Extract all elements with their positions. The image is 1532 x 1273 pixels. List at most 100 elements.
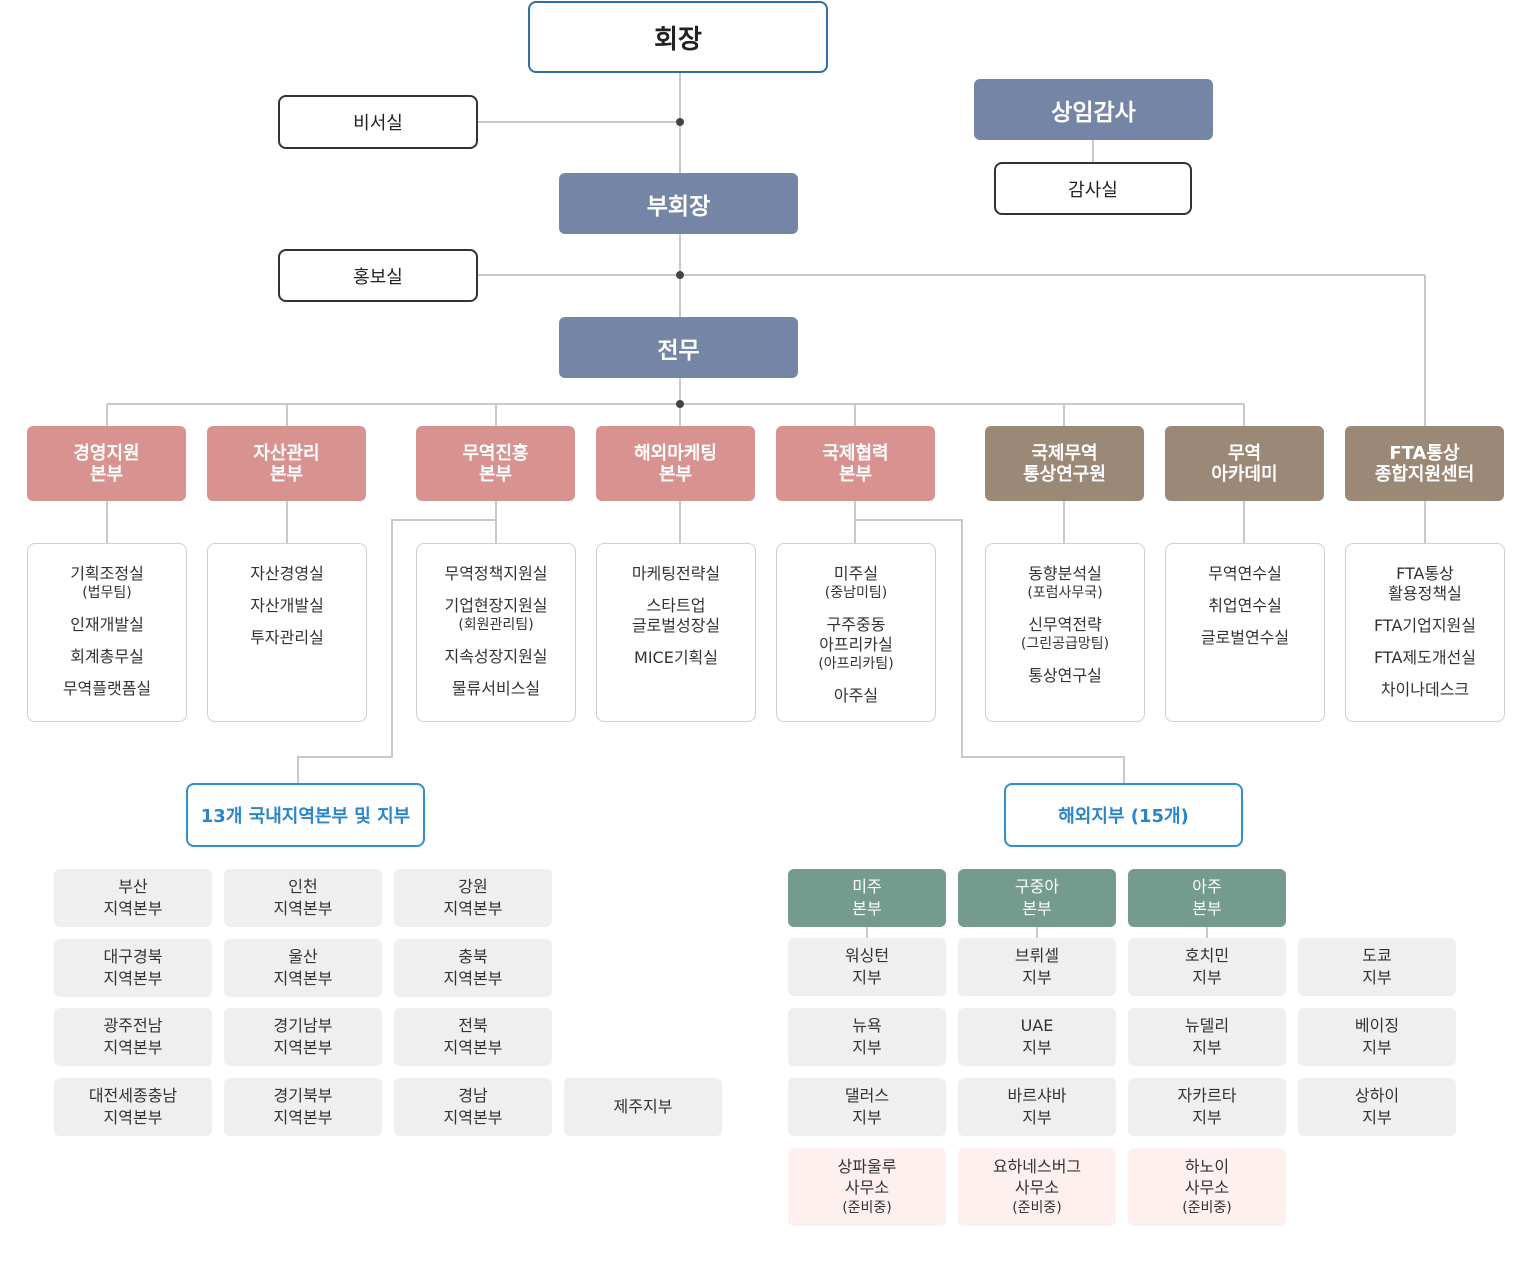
office-item: 기업현장지원실(회원관리팀) <box>444 596 548 633</box>
office-item: 통상연구실 <box>1028 666 1102 685</box>
office-note: (법무팀) <box>82 585 132 601</box>
junction-dot <box>676 271 684 279</box>
audit-office-box: 감사실 <box>994 162 1192 215</box>
junction-dot <box>676 400 684 408</box>
office-item: 무역플랫폼실 <box>62 679 152 698</box>
office-item: 투자관리실 <box>250 628 324 647</box>
office-item: 자산개발실 <box>250 596 324 615</box>
secretariat-label: 비서실 <box>353 113 403 134</box>
office-item: MICE기획실 <box>634 648 718 667</box>
office-item: FTA기업지원실 <box>1374 616 1476 635</box>
office-note: (그린공급망팀) <box>1020 636 1110 652</box>
office-item: 자산경영실 <box>250 564 324 583</box>
planned-note: (준비중) <box>842 1199 892 1216</box>
domestic-group-box: 13개 국내지역본부 및 지부 <box>186 783 425 847</box>
executive-director-label: 전무 <box>657 337 700 364</box>
office-item: 신무역전략(그린공급망팀) <box>1020 615 1110 652</box>
office-note: (포럼사무국) <box>1027 585 1103 601</box>
office-item: 동향분석실(포럼사무국) <box>1027 564 1103 601</box>
office-item: 물류서비스실 <box>451 679 541 698</box>
office-item: 무역연수실 <box>1208 564 1282 583</box>
office-item: 차이나데스크 <box>1380 680 1470 699</box>
office-item: 지속성장지원실 <box>444 647 548 666</box>
office-item: FTA제도개선실 <box>1374 648 1476 667</box>
pr-office-box: 홍보실 <box>278 249 478 302</box>
junction-dot <box>676 118 684 126</box>
office-note: (회원관리팀) <box>458 617 534 633</box>
office-list: 동향분석실(포럼사무국) 신무역전략(그린공급망팀) 통상연구실 <box>985 543 1145 722</box>
vice-chairman-label: 부회장 <box>646 193 711 220</box>
pr-office-label: 홍보실 <box>353 266 403 288</box>
office-note: (아프리카팀) <box>818 656 894 672</box>
ceo-box: 회장 <box>528 1 828 73</box>
office-item: 인재개발실 <box>70 615 144 634</box>
overseas-group-title: 해외지부 (15개) <box>1058 806 1189 827</box>
office-item: 취업연수실 <box>1208 596 1282 615</box>
domestic-group-title: 13개 국내지역본부 및 지부 <box>200 806 411 827</box>
auditor-box: 상임감사 <box>974 79 1213 140</box>
vice-chairman-box: 부회장 <box>559 173 798 234</box>
planned-note: (준비중) <box>1182 1199 1232 1216</box>
office-item: 회계총무실 <box>70 647 144 666</box>
ceo-label: 회장 <box>654 24 702 55</box>
secretariat-box: 비서실 <box>278 95 478 149</box>
executive-director-box: 전무 <box>559 317 798 378</box>
audit-office-label: 감사실 <box>1068 179 1118 201</box>
office-item: 글로벌연수실 <box>1200 628 1290 647</box>
auditor-label: 상임감사 <box>1051 99 1136 126</box>
office-item: 무역정책지원실 <box>444 564 548 583</box>
planned-note: (준비중) <box>1012 1199 1062 1216</box>
domestic-branch: 제주지부 <box>564 1078 722 1136</box>
office-item: 기획조정실(법무팀) <box>70 564 144 601</box>
office-item: 마케팅전략실 <box>631 564 721 583</box>
office-note: (중남미팀) <box>824 585 888 601</box>
